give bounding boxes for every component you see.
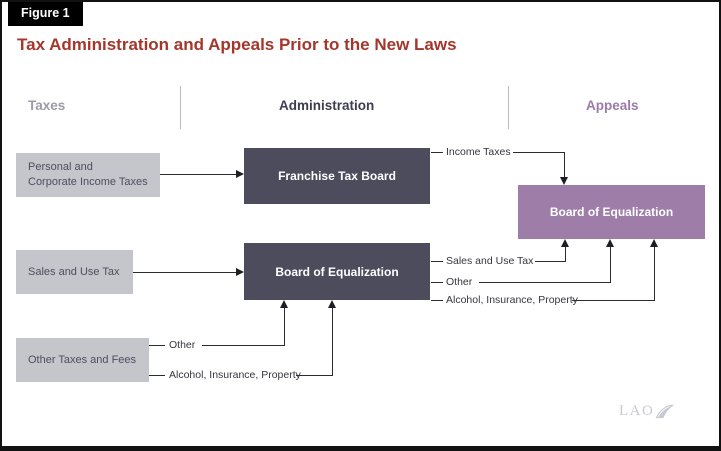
connector-sales-appeals-dash [431,261,443,262]
connector-income-taxes-drop [564,152,565,177]
column-header-taxes: Taxes [28,98,66,113]
arrowhead-up-icon [328,300,336,308]
connector-alcohol-appeals-rise [654,247,655,301]
connector-alcohol-appeals-dash [431,300,443,301]
figure-title: Tax Administration and Appeals Prior to … [17,35,457,54]
connector-alcohol-boe-rise [332,308,333,376]
tax-box-personal-corporate-income: Personal and Corporate Income Taxes [16,153,160,197]
column-divider-left [180,86,181,129]
connector-income-taxes-line [513,152,565,153]
column-header-administration: Administration [279,98,375,113]
connector-other-boe-rise [284,308,285,346]
tax-box-line: Other Taxes and Fees [28,353,137,366]
column-header-appeals: Appeals [586,98,639,113]
arrowhead-up-icon [561,239,569,247]
connector-alcohol-boe-line [296,375,333,376]
tax-box-line: Corporate Income Taxes [28,176,148,188]
arrowhead-up-icon [280,300,288,308]
connector-other-appeals-dash [431,282,443,283]
arrowhead-right-icon [236,170,244,178]
connector-alcohol-appeals-line [572,300,655,301]
arrowhead-down-icon [560,177,568,185]
arrowhead-right-icon [236,268,244,276]
connector-alcohol-boe-dash [149,375,165,376]
lao-quill-icon [655,404,675,419]
lao-logo: LAO [619,403,675,420]
tax-box-sales-and-use: Sales and Use Tax [16,250,133,294]
flow-label-alcohol-boe: Alcohol, Insurance, Property [169,369,301,381]
figure-number-label: Figure 1 [8,2,83,26]
column-divider-right [508,86,509,129]
connector-other-boe-line [202,345,285,346]
connector-other-boe-dash [149,345,165,346]
connector-personal-to-ftb [160,174,236,175]
appeals-box-board-of-equalization: Board of Equalization [518,185,705,239]
admin-box-franchise-tax-board: Franchise Tax Board [244,148,430,204]
flow-label-other-appeals: Other [446,276,473,288]
admin-box-board-of-equalization: Board of Equalization [244,243,430,300]
connector-other-appeals-line [479,282,611,283]
connector-income-taxes-dash [431,152,443,153]
tax-box-line: Personal and [28,161,93,174]
connector-sales-appeals-line [535,261,566,262]
flow-label-alcohol-appeals: Alcohol, Insurance, Property [446,294,578,306]
flow-label-sales-and-use-tax: Sales and Use Tax [446,255,534,267]
connector-sales-appeals-rise [565,247,566,262]
tax-box-line: Sales and Use Tax [28,265,120,278]
connector-other-appeals-rise [610,247,611,283]
connector-sales-to-boe [133,272,236,273]
flow-label-income-taxes: Income Taxes [446,146,511,158]
arrowhead-up-icon [650,239,658,247]
tax-box-other-taxes-fees: Other Taxes and Fees [16,338,149,382]
lao-logo-text: LAO [619,403,655,419]
arrowhead-up-icon [606,239,614,247]
flow-label-other-boe: Other [169,339,196,351]
